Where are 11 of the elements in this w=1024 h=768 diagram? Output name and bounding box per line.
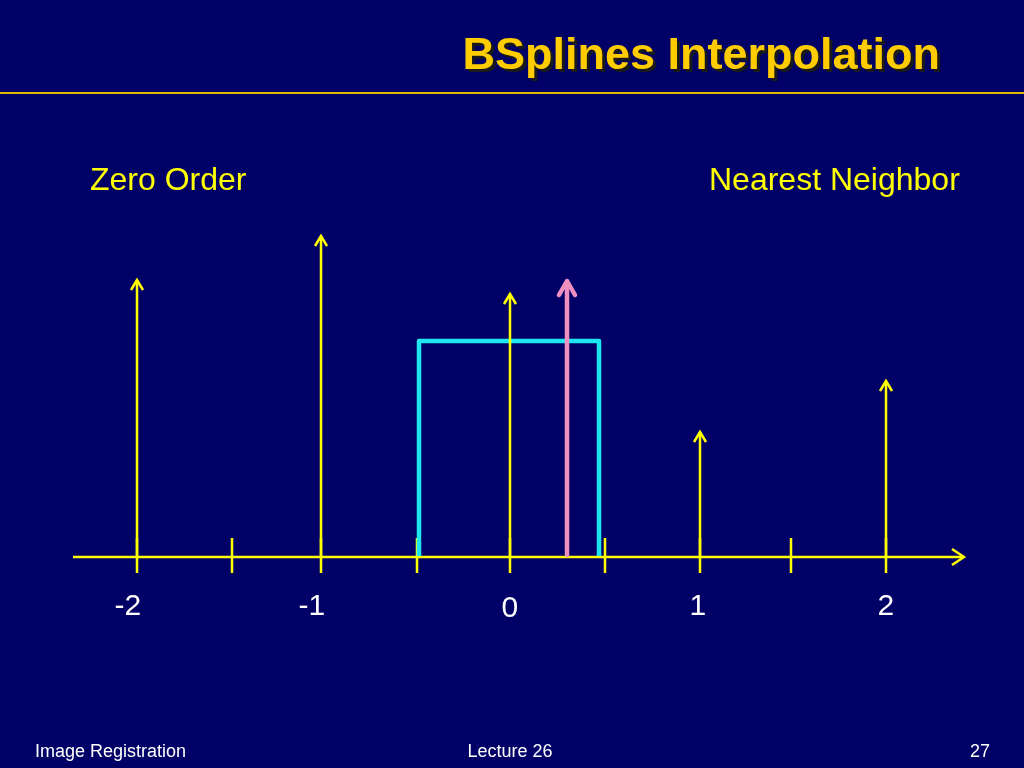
axis-label: 2 bbox=[877, 590, 895, 620]
axis-label: -1 bbox=[298, 590, 326, 620]
footer-text: Lecture 26 bbox=[467, 742, 553, 760]
axis-label: -2 bbox=[114, 590, 142, 620]
section-heading: Zero Order bbox=[90, 163, 247, 195]
footer-text: 27 bbox=[970, 742, 991, 760]
footer-text: Image Registration bbox=[35, 742, 187, 760]
slide-title: BSplines Interpolation bbox=[462, 30, 940, 78]
axis-label: 0 bbox=[501, 592, 519, 622]
axis-label: 1 bbox=[689, 590, 707, 620]
section-heading: Nearest Neighbor bbox=[709, 163, 960, 195]
